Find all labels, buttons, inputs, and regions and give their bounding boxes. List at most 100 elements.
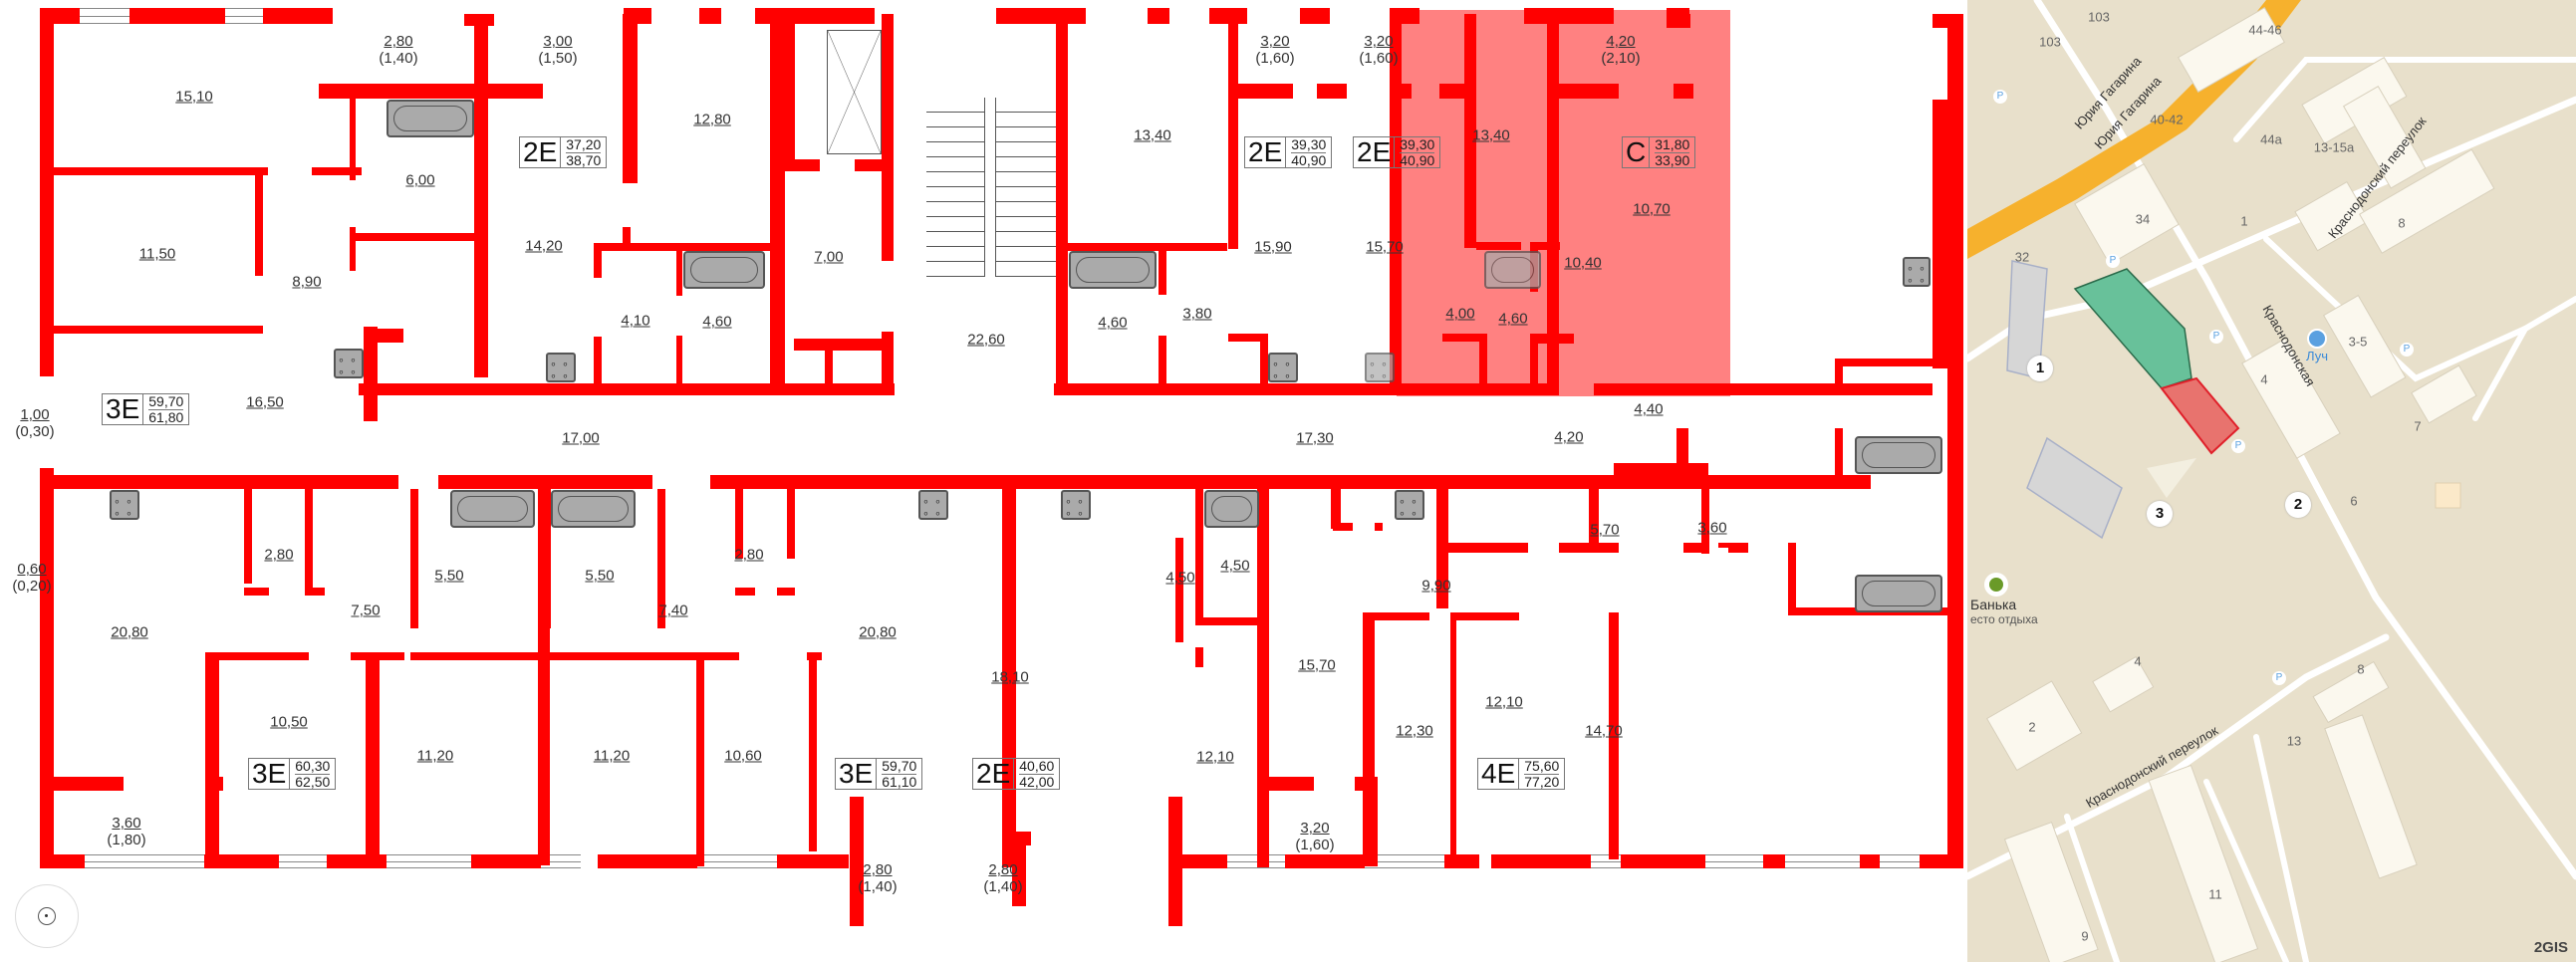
room-area: 3,20(1,60) bbox=[1255, 33, 1295, 67]
room-area: 3,20(1,60) bbox=[1359, 33, 1399, 67]
building-pin-3[interactable]: 3 bbox=[2147, 501, 2173, 527]
stove-icon bbox=[1268, 353, 1298, 382]
room-area: 22,60 bbox=[967, 331, 1005, 349]
room-area: 6,00 bbox=[405, 171, 435, 189]
room-area: 12,30 bbox=[1396, 722, 1433, 740]
room-area: 10,40 bbox=[1564, 254, 1602, 272]
bathtub-icon bbox=[386, 100, 474, 137]
room-area: 4,40 bbox=[1634, 400, 1664, 418]
floor-plan: 15,10 2,80(1,40) 6,00 11,50 8,90 16,50 1… bbox=[0, 0, 1967, 962]
room-area: 11,50 bbox=[138, 245, 176, 263]
room-area: 3,20(1,60) bbox=[1295, 820, 1335, 853]
parking-icon: P bbox=[2272, 671, 2286, 685]
stove-icon bbox=[334, 349, 364, 378]
room-area: 7,40 bbox=[658, 601, 688, 619]
room-area: 4,60 bbox=[702, 313, 732, 331]
room-area: 10,70 bbox=[1633, 200, 1671, 218]
parking-icon: P bbox=[2400, 343, 2414, 357]
room-area: 0,60(0,20) bbox=[12, 561, 52, 595]
room-area: 12,10 bbox=[1485, 693, 1523, 711]
room-area: 11,20 bbox=[593, 747, 631, 765]
stove-icon bbox=[1061, 490, 1091, 520]
room-area: 16,50 bbox=[246, 393, 284, 411]
room-area: 4,20 bbox=[1554, 428, 1584, 446]
room-area: 15,70 bbox=[1366, 238, 1404, 256]
room-area: 5,70 bbox=[1590, 521, 1620, 539]
room-area: 17,30 bbox=[1296, 429, 1334, 447]
room-area: 2,80(1,40) bbox=[983, 861, 1023, 895]
room-area: 4,60 bbox=[1498, 310, 1528, 328]
poi-luch[interactable]: Луч bbox=[2306, 329, 2328, 363]
highlighted-apartment[interactable] bbox=[1551, 10, 1730, 396]
room-area: 4,50 bbox=[1165, 569, 1195, 587]
room-area: 8,90 bbox=[292, 273, 322, 291]
staircase bbox=[926, 98, 1066, 277]
map-logo: 2GIS bbox=[2533, 939, 2568, 956]
bathtub-icon bbox=[683, 251, 765, 289]
parking-icon: P bbox=[1993, 90, 2007, 104]
room-area: 18,10 bbox=[991, 668, 1029, 686]
room-area: 17,00 bbox=[562, 429, 600, 447]
bathtub-icon bbox=[1484, 251, 1541, 289]
room-area: 4,00 bbox=[1445, 305, 1475, 323]
room-area: 20,80 bbox=[111, 623, 148, 641]
room-area: 14,20 bbox=[525, 237, 563, 255]
compass-icon[interactable] bbox=[15, 884, 79, 948]
bathtub-icon bbox=[1855, 436, 1942, 474]
room-area: 2,80 bbox=[264, 546, 294, 564]
building-pin-1[interactable]: 1 bbox=[2027, 356, 2053, 381]
room-area: 2,80 bbox=[734, 546, 764, 564]
room-area: 4,20(2,10) bbox=[1601, 33, 1641, 67]
stove-icon bbox=[110, 490, 139, 520]
bathtub-icon bbox=[551, 490, 636, 528]
room-area: 14,70 bbox=[1585, 722, 1623, 740]
room-area: 4,60 bbox=[1098, 314, 1128, 332]
bathtub-icon bbox=[1069, 251, 1157, 289]
bathtub-icon bbox=[450, 490, 535, 528]
room-area: 13,40 bbox=[1472, 126, 1510, 144]
room-area: 1,00(0,30) bbox=[15, 406, 55, 440]
room-area: 15,10 bbox=[175, 88, 213, 106]
room-area: 3,80 bbox=[1182, 305, 1212, 323]
globe-icon bbox=[2306, 329, 2327, 349]
bathtub-icon bbox=[1204, 490, 1259, 528]
room-area: 10,60 bbox=[724, 747, 762, 765]
room-area: 12,10 bbox=[1196, 748, 1234, 766]
stove-icon bbox=[1365, 353, 1395, 382]
bathtub-icon bbox=[1855, 575, 1942, 612]
bath-broom-icon bbox=[1984, 573, 2008, 597]
room-area: 5,50 bbox=[585, 567, 615, 585]
room-area: 9,90 bbox=[1421, 577, 1451, 595]
stove-icon bbox=[1903, 257, 1931, 287]
room-area: 11,20 bbox=[416, 747, 454, 765]
room-area: 3,60(1,80) bbox=[107, 815, 146, 848]
room-area: 3,60 bbox=[1697, 519, 1727, 537]
room-area: 15,70 bbox=[1298, 656, 1336, 674]
room-area: 15,90 bbox=[1254, 238, 1292, 256]
location-map[interactable]: Юрия Гагарина Юрия Гагарина Краснодонски… bbox=[1967, 0, 2576, 962]
room-area: 10,50 bbox=[270, 713, 308, 731]
room-area: 20,80 bbox=[859, 623, 897, 641]
room-area: 2,80(1,40) bbox=[858, 861, 898, 895]
room-area: 7,50 bbox=[351, 601, 381, 619]
stove-icon bbox=[918, 490, 948, 520]
room-area: 13,40 bbox=[1134, 126, 1171, 144]
parking-icon: P bbox=[2209, 330, 2223, 344]
room-area: 4,10 bbox=[621, 312, 650, 330]
building-pin-2[interactable]: 2 bbox=[2285, 492, 2311, 518]
room-area: 3,00(1,50) bbox=[538, 33, 578, 67]
room-area: 12,80 bbox=[693, 111, 731, 128]
poi-banka[interactable]: Банька есто отдыха bbox=[1970, 573, 2038, 626]
room-area: 5,50 bbox=[434, 567, 464, 585]
stove-icon bbox=[1395, 490, 1424, 520]
room-area: 7,00 bbox=[814, 248, 844, 266]
